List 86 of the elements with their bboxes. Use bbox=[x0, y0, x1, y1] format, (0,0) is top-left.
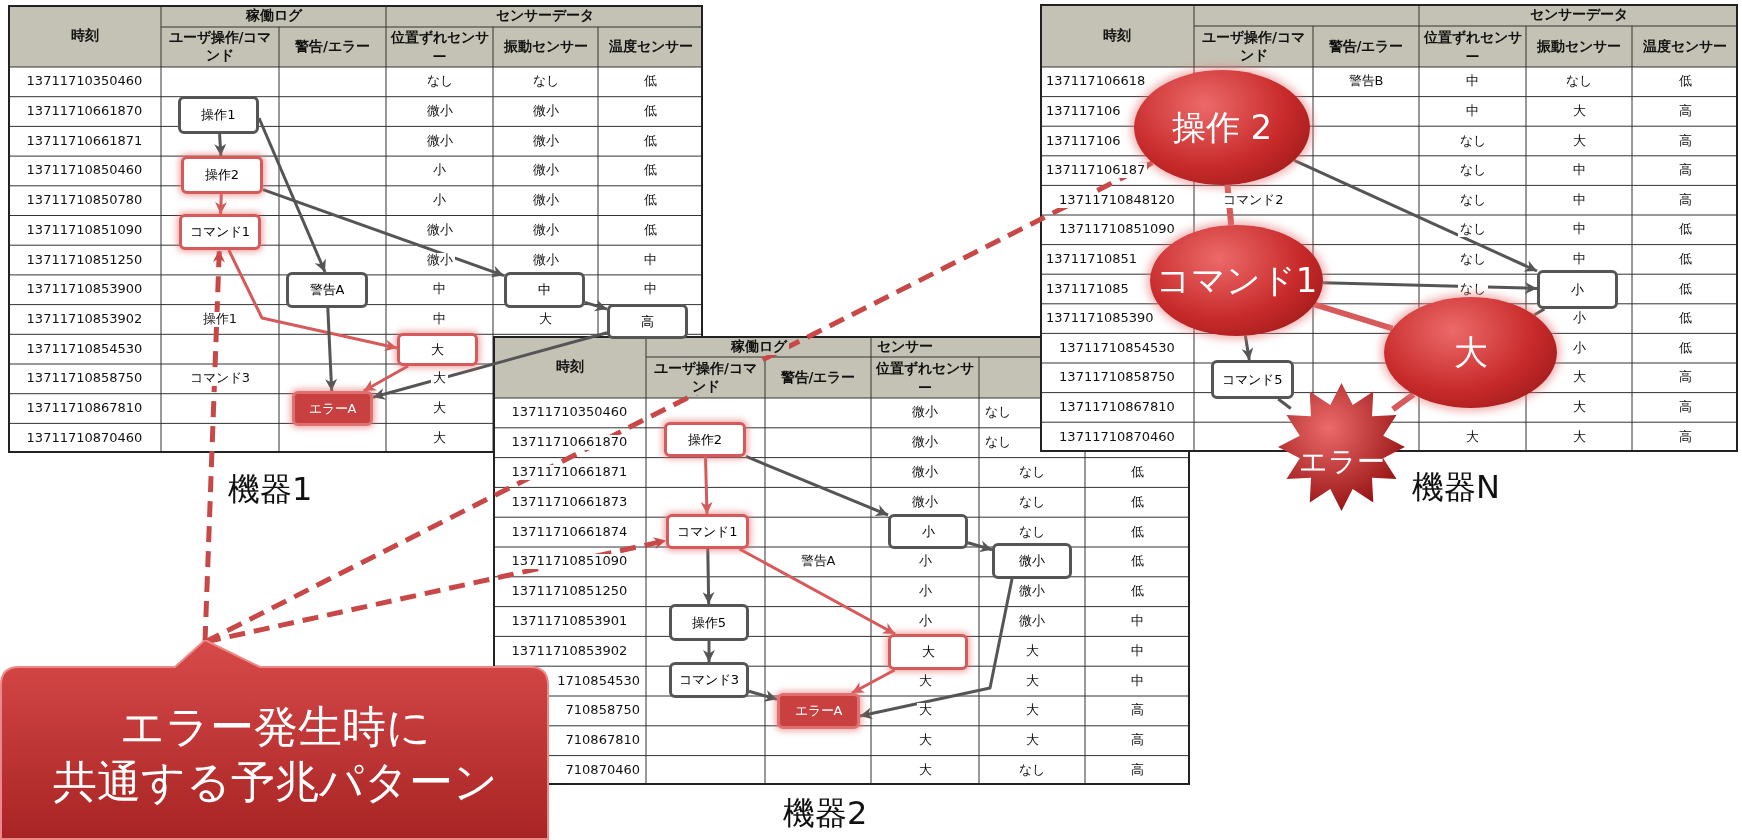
table-cell: 微小 bbox=[1017, 584, 1047, 600]
header-text: 温度センサー bbox=[606, 38, 695, 56]
connector-line bbox=[1277, 397, 1292, 410]
connector-line bbox=[1533, 307, 1546, 317]
arrow bbox=[967, 540, 993, 553]
dashed-arrow bbox=[202, 249, 225, 643]
header-text: 時刻 bbox=[68, 27, 101, 45]
arrow bbox=[703, 641, 715, 662]
highlight-box: 大 bbox=[888, 634, 968, 670]
error-box: エラーA bbox=[292, 391, 373, 426]
header-text: 振動センサー bbox=[501, 38, 590, 56]
arrow bbox=[851, 668, 896, 695]
arrow bbox=[227, 249, 398, 352]
highlight-box: 高 bbox=[607, 304, 688, 339]
table-cell: 小 bbox=[431, 193, 448, 209]
arrow bbox=[1293, 159, 1538, 273]
table-cell: 高 bbox=[1129, 703, 1146, 719]
highlight-box: 小 bbox=[1537, 270, 1618, 309]
arrow bbox=[702, 548, 715, 605]
table-cell: 低 bbox=[642, 163, 659, 179]
header-text: 警告/エラー bbox=[293, 38, 372, 56]
table-cell: 微小 bbox=[1017, 614, 1047, 629]
header-text: 稼働ログ bbox=[243, 7, 304, 25]
table-cell: 13711710851090 bbox=[509, 554, 630, 570]
table-cell: 低 bbox=[1129, 465, 1146, 480]
table-cell: 高 bbox=[1129, 763, 1146, 778]
arrow bbox=[1241, 335, 1254, 361]
table-caption: 機器1 bbox=[228, 469, 313, 510]
highlight-box: 操作2 bbox=[181, 156, 263, 194]
table-cell: 低 bbox=[642, 104, 659, 119]
arrow bbox=[257, 117, 327, 273]
highlight-box: 中 bbox=[504, 272, 585, 308]
arrow bbox=[372, 331, 608, 400]
arrow bbox=[325, 307, 338, 392]
table-cell: 警告B bbox=[1346, 74, 1386, 90]
arrow bbox=[700, 456, 713, 515]
highlight-box: コマンド1 bbox=[179, 214, 261, 250]
table-cell: 微小 bbox=[530, 163, 561, 179]
table-cell: 微小 bbox=[910, 405, 940, 421]
error-box: エラーA bbox=[777, 693, 860, 729]
table-cell: 小 bbox=[431, 163, 448, 179]
table-cell: 微小 bbox=[530, 193, 561, 209]
arrow bbox=[215, 193, 227, 215]
highlight-box: コマンド1 bbox=[666, 514, 749, 549]
table-cell: 中 bbox=[431, 282, 448, 298]
arrow bbox=[748, 689, 778, 702]
highlight-box: 微小 bbox=[992, 543, 1072, 579]
highlight-box: 操作5 bbox=[669, 604, 749, 641]
table-cell: 高 bbox=[1129, 733, 1146, 749]
arrow bbox=[738, 547, 896, 636]
table-cell: 中 bbox=[1129, 614, 1146, 629]
arrow bbox=[1322, 281, 1538, 295]
table-cell: 低 bbox=[1129, 584, 1146, 600]
header-text: 時刻 bbox=[553, 358, 586, 376]
table-cell: 警告A bbox=[798, 554, 838, 570]
table-cell: 大 bbox=[431, 371, 448, 387]
highlight-box: コマンド5 bbox=[1211, 360, 1294, 399]
table-cell: 中 bbox=[1464, 74, 1481, 90]
highlight-box: 警告A bbox=[286, 272, 368, 308]
error-burst: エラー bbox=[1278, 383, 1405, 511]
connector-line bbox=[1313, 301, 1394, 332]
connector-line bbox=[1391, 391, 1416, 412]
arrow bbox=[214, 133, 227, 157]
table-cell: 微小 bbox=[530, 104, 561, 119]
arrow bbox=[584, 299, 608, 312]
arrow bbox=[262, 188, 505, 278]
highlight-box: 操作2 bbox=[664, 422, 746, 457]
table-cell: 13711710661870 bbox=[509, 435, 630, 451]
table-cell: 微小 bbox=[910, 465, 940, 480]
table-caption: 機器N bbox=[1412, 467, 1500, 508]
table-caption: 機器2 bbox=[783, 793, 868, 834]
table-cell: 微小 bbox=[424, 104, 455, 119]
table-cell: 中 bbox=[642, 282, 659, 298]
table-cell: 低 bbox=[642, 74, 659, 90]
table-cell: 微小 bbox=[910, 435, 940, 451]
table-cell: 大 bbox=[431, 401, 448, 416]
arrow bbox=[362, 364, 409, 393]
table-cell: 低 bbox=[642, 193, 659, 209]
table-cell: 13711710661871 bbox=[509, 465, 630, 480]
table-cell: 低 bbox=[1129, 554, 1146, 570]
highlight-box: 小 bbox=[888, 514, 968, 549]
arrow bbox=[859, 578, 1014, 720]
highlight-box: 大 bbox=[397, 333, 478, 366]
arrow bbox=[745, 455, 889, 517]
highlight-box: 操作1 bbox=[178, 96, 259, 134]
highlight-box: コマンド3 bbox=[669, 662, 749, 698]
